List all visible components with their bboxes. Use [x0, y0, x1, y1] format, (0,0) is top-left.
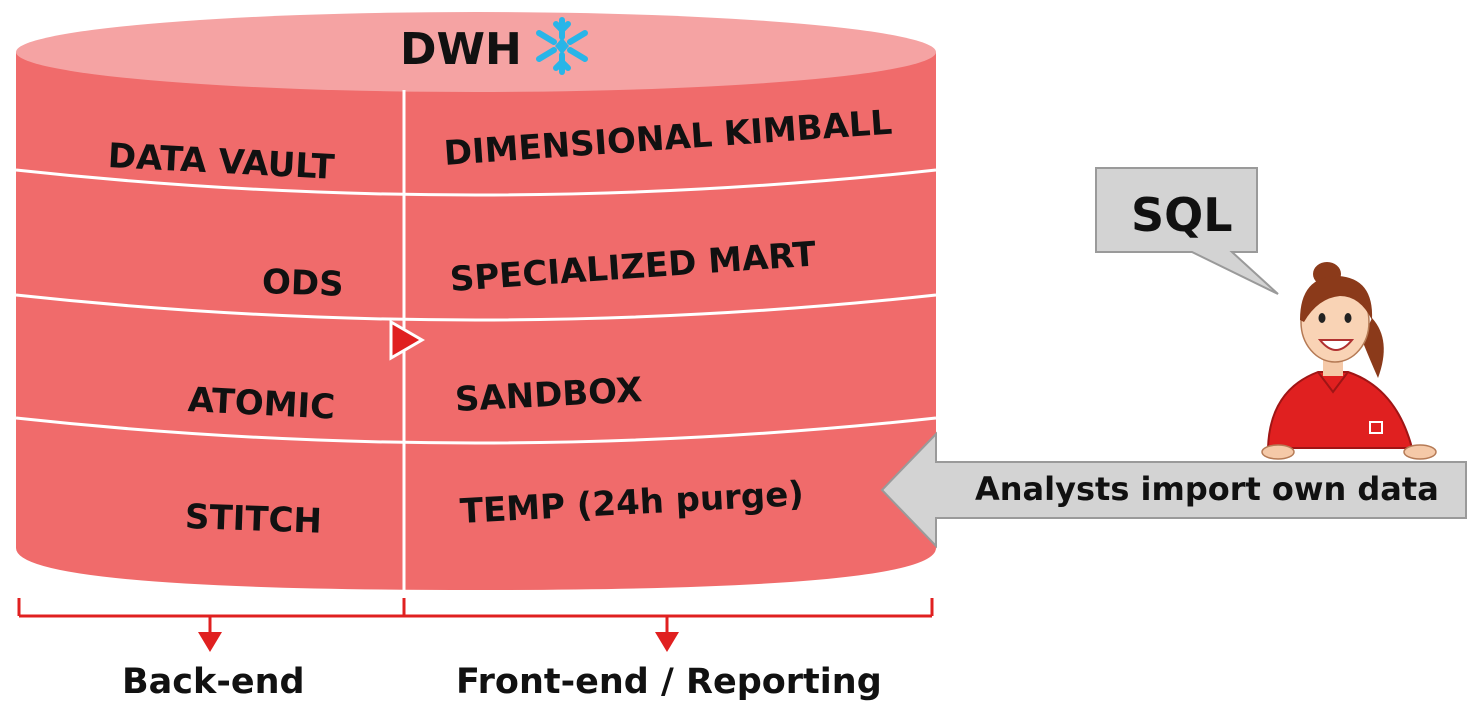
backend-down-arrow: [198, 616, 222, 652]
analyst-person-icon: [1261, 262, 1437, 460]
layer-divider: [15, 416, 937, 445]
frontend-down-arrow: [655, 616, 679, 652]
triangle-arrow-icon: [389, 319, 425, 361]
bracket-backend: [17, 598, 404, 618]
import-arrow-text: Analysts import own data: [975, 470, 1439, 508]
layer-divider: [15, 293, 937, 322]
speech-bubble-text: SQL: [1131, 188, 1233, 242]
import-arrow-callout: [880, 431, 1467, 549]
speech-bubble: [1095, 167, 1279, 295]
cylinder-top: [16, 12, 936, 92]
bracket-label-frontend: Front-end / Reporting: [456, 662, 882, 702]
layer-label-stitch: STITCH: [184, 497, 323, 542]
layer-label-atomic: ATOMIC: [186, 380, 337, 428]
diagram-title: DWH: [400, 24, 522, 75]
layer-label-ods: ODS: [261, 262, 345, 305]
bracket-label-backend: Back-end: [122, 662, 305, 702]
layer-divider: [15, 168, 937, 197]
snowflake-icon: [536, 17, 588, 75]
bracket-frontend: [402, 598, 934, 618]
